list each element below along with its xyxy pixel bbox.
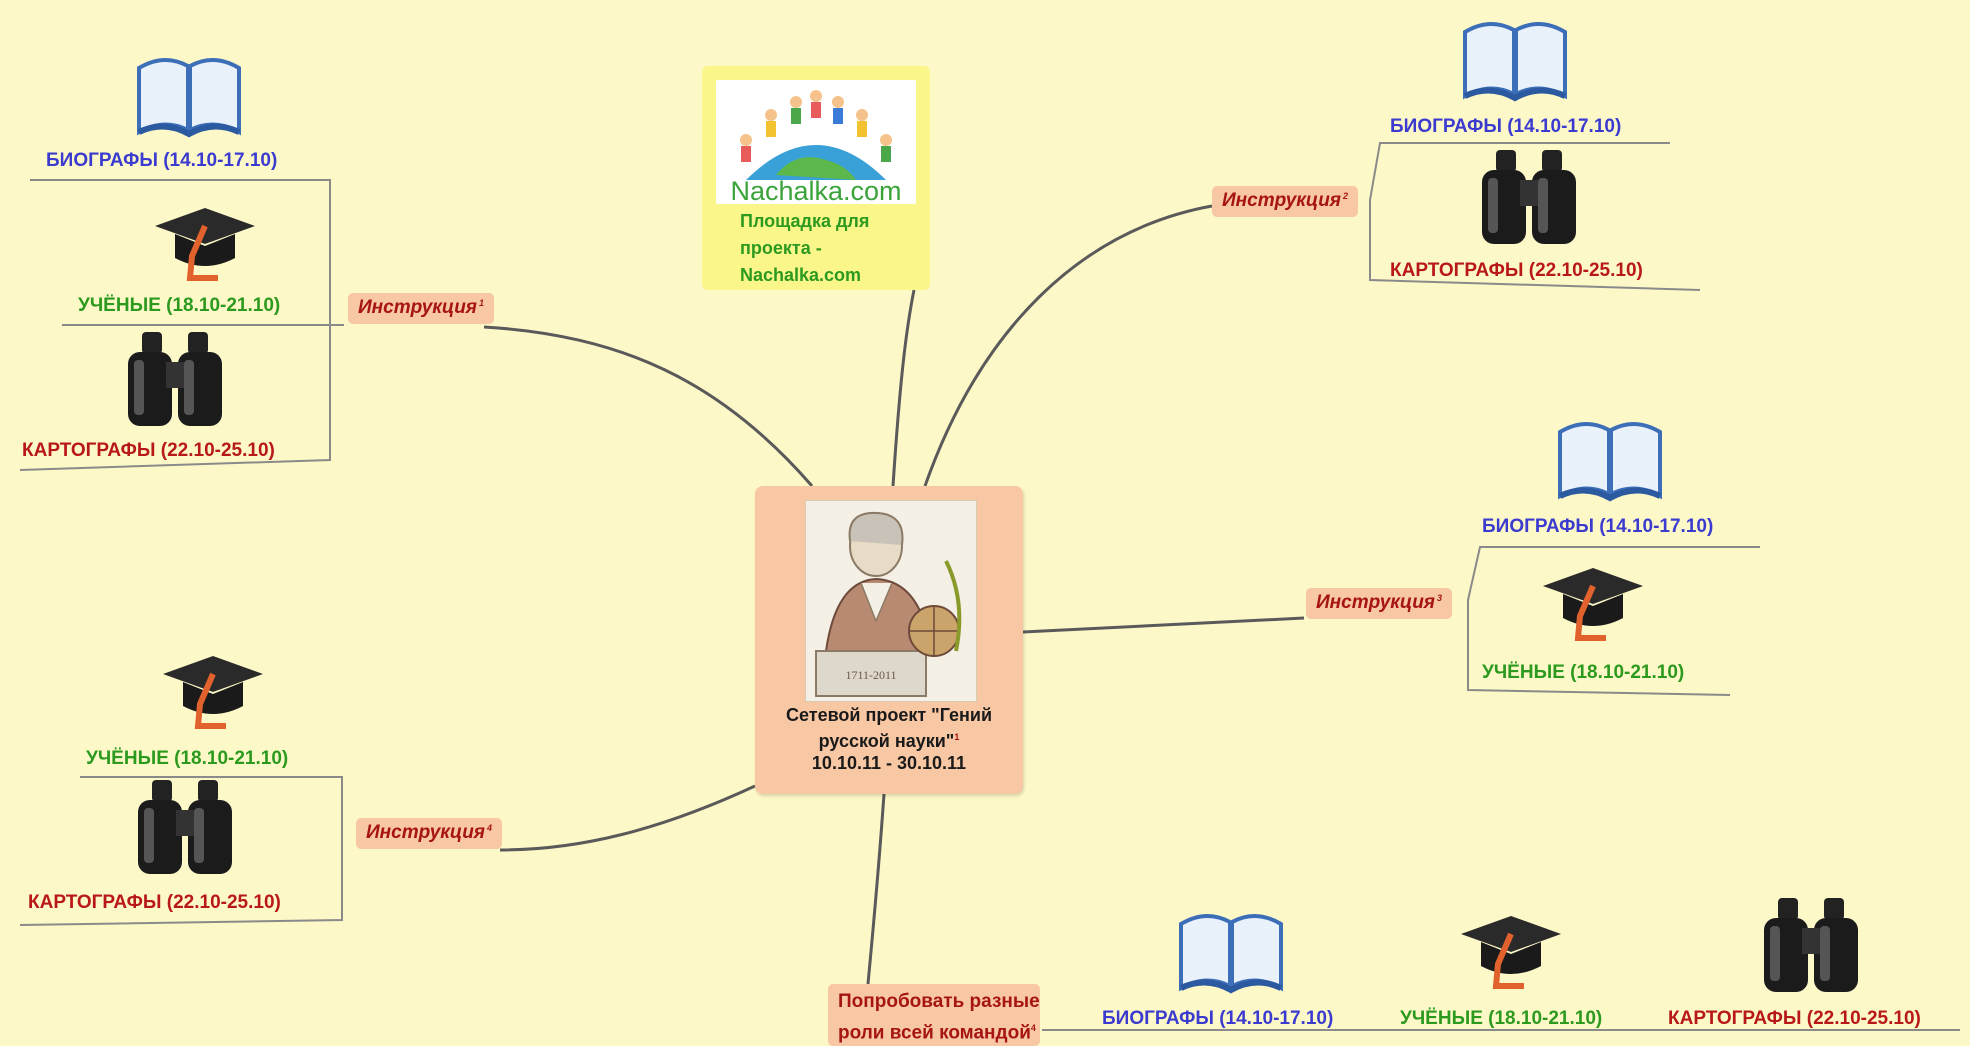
graduation-cap-icon <box>1456 904 1566 999</box>
link-central-instr4 <box>499 784 756 852</box>
instruction-number: 2 <box>1342 190 1348 201</box>
role-cartographers-2: КАРТОГРАФЫ (22.10-25.10) <box>1390 260 1643 281</box>
role-cartographers-1: КАРТОГРАФЫ (22.10-25.10) <box>22 440 275 461</box>
central-topic-node[interactable]: 1711-2011 Сетевой проект "Гений русской … <box>755 486 1023 794</box>
link-central-instr1 <box>483 325 814 487</box>
binoculars-icon <box>1474 146 1584 251</box>
portrait-years-label: 1711-2011 <box>845 668 896 682</box>
instruction-label: Инструкция <box>358 297 477 318</box>
instruction-label: Инструкция <box>366 822 485 843</box>
graduation-cap-icon <box>1538 556 1648 651</box>
instruction-number: 1 <box>478 297 484 308</box>
role-scientists-3: УЧЁНЫЕ (18.10-21.10) <box>1482 662 1685 683</box>
role-cartographers-5: КАРТОГРАФЫ (22.10-25.10) <box>1668 1008 1921 1029</box>
graduation-cap-icon <box>158 644 268 739</box>
binoculars-icon <box>1756 894 1866 999</box>
role-biographers-5: БИОГРАФЫ (14.10-17.10) <box>1102 1008 1334 1029</box>
binoculars-icon <box>120 328 230 433</box>
instruction-label: Инструкция <box>1222 190 1341 211</box>
central-title: Сетевой проект "Гений русской науки" <box>785 705 993 751</box>
book-icon <box>134 48 244 143</box>
try-all-text: Попробовать разные роли всей командой <box>838 991 1040 1044</box>
binoculars-icon <box>130 776 240 881</box>
nachalka-logo-text: Nachalka.com <box>730 176 902 204</box>
instruction-number: 3 <box>1436 592 1442 603</box>
role-biographers-3: БИОГРАФЫ (14.10-17.10) <box>1482 516 1714 537</box>
link-central-platform <box>891 289 916 487</box>
role-scientists-1: УЧЁНЫЕ (18.10-21.10) <box>78 295 281 316</box>
role-scientists-5: УЧЁНЫЕ (18.10-21.10) <box>1400 1008 1603 1029</box>
link-central-try <box>866 793 886 985</box>
lomonosov-portrait-image: 1711-2011 <box>805 500 977 702</box>
central-dates: 10.10.11 - 30.10.11 <box>811 753 967 773</box>
try-all-number: 4 <box>1030 1023 1036 1033</box>
role-biographers-1: БИОГРАФЫ (14.10-17.10) <box>46 150 278 171</box>
role-scientists-4: УЧЁНЫЕ (18.10-21.10) <box>86 748 289 769</box>
graduation-cap-icon <box>150 196 260 291</box>
role-biographers-2: БИОГРАФЫ (14.10-17.10) <box>1390 116 1622 137</box>
try-all-roles-node[interactable]: Попробовать разные роли всей командой4 <box>828 984 1040 1046</box>
central-topic-text: Сетевой проект "Гений русской науки"1 10… <box>785 705 993 773</box>
book-icon <box>1460 12 1570 107</box>
platform-text: Площадка для проекта - Nachalka.com <box>740 211 870 285</box>
platform-node[interactable]: Nachalka.com Площадка для проекта - Nach… <box>702 66 930 290</box>
role-cartographers-4: КАРТОГРАФЫ (22.10-25.10) <box>28 892 281 913</box>
instruction-label: Инструкция <box>1316 592 1435 613</box>
instruction-number: 4 <box>486 822 492 833</box>
link-central-instr3 <box>1022 616 1305 634</box>
book-icon <box>1555 412 1665 507</box>
book-icon <box>1176 904 1286 999</box>
nachalka-logo: Nachalka.com <box>716 80 916 204</box>
link-central-instr2 <box>923 204 1213 487</box>
